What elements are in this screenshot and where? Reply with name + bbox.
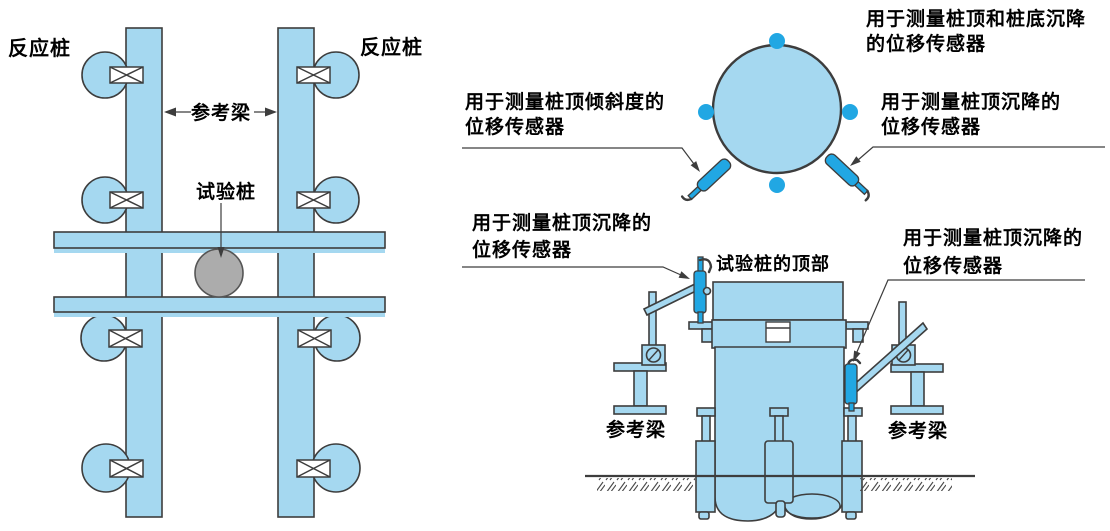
- label-topview-top-right: 用于测量桩顶和桩底沉降 的位移传感器: [866, 7, 1086, 57]
- label-topview-right: 用于测量桩顶沉降的 位移传感器: [881, 90, 1061, 140]
- label-topview-left: 用于测量桩顶倾斜度的 位移传感器: [465, 90, 665, 140]
- elevation-leader-right: [853, 279, 1085, 362]
- top-view-leader-right: [850, 146, 1105, 166]
- elevation-leader-left: [462, 266, 690, 279]
- dial-gauge-right: [844, 358, 862, 412]
- label-line: 位移传感器: [903, 255, 1004, 277]
- plan-cross-beam-bottom: [53, 296, 386, 313]
- cap-center-detail: [765, 321, 791, 343]
- ground-hatch-left: [597, 478, 695, 491]
- sensor-dot-bottom: [769, 177, 785, 193]
- label-elevation-sensor-right: 用于测量桩顶沉降的 位移传感器: [903, 224, 1083, 280]
- label-line: 用于测量桩顶沉降的: [881, 91, 1062, 113]
- label-line: 位移传感器: [881, 116, 982, 138]
- stand-clamp-left: [641, 344, 666, 366]
- label-line: 的位移传感器: [866, 33, 987, 55]
- label-elevation-sensor-left: 用于测量桩顶沉降的 位移传感器: [472, 210, 652, 264]
- beam-shadow-bottom: [54, 312, 385, 317]
- telltale-rod-middle: [764, 407, 794, 518]
- label-line: 用于测量桩顶倾斜度的: [465, 91, 666, 113]
- label-line: 用于测量桩顶沉降的: [903, 227, 1084, 249]
- label-reference-beam-plan: 参考梁: [191, 102, 252, 124]
- sensor-dot-right: [842, 104, 858, 120]
- tilt-sensor-lower-left: [680, 158, 732, 202]
- label-line: 位移传感器: [472, 239, 573, 261]
- anchor-x-boxes-left: [108, 66, 144, 478]
- label-line: 用于测量桩顶沉降的: [472, 212, 653, 234]
- reference-beam-dim-arrows: [164, 107, 277, 117]
- settlement-sensor-lower-right: [824, 153, 870, 202]
- telltale-rod-left: [695, 407, 716, 520]
- label-line: 用于测量桩顶和桩底沉降: [866, 8, 1087, 30]
- pile-cap-top-box: [712, 281, 844, 321]
- plan-right-column: [277, 27, 315, 518]
- sensor-dot-top: [769, 33, 785, 49]
- dial-gauge-left: [693, 256, 713, 324]
- label-test-pile: 试验桩: [196, 181, 257, 203]
- label-reference-beam-left: 参考梁: [606, 419, 667, 441]
- label-pile-top: 试验桩的顶部: [716, 254, 830, 275]
- plan-view: [53, 27, 386, 518]
- reaction-anchor-circles-left: [80, 51, 131, 493]
- label-reaction-pile-right: 反应桩: [360, 35, 423, 59]
- reaction-anchor-circles-right: [311, 51, 361, 493]
- label-reaction-pile-left: 反应桩: [8, 36, 71, 60]
- plan-left-column: [125, 27, 163, 518]
- reference-beam-left-ibeam: [613, 362, 667, 415]
- label-line: 位移传感器: [465, 116, 566, 138]
- dim-arrowhead-right: [265, 107, 277, 117]
- pile-top-circle: [711, 43, 843, 175]
- dim-arrowhead-left: [164, 107, 176, 117]
- stand-post-left: [648, 291, 657, 348]
- telltale-rod-right: [841, 407, 863, 520]
- pile-elevation-view: [462, 256, 1085, 522]
- pile-top-view: [462, 33, 1105, 202]
- cap-wing-right: [845, 321, 869, 330]
- reference-beam-right-ibeam: [890, 363, 944, 415]
- label-reference-beam-right: 参考梁: [888, 420, 949, 442]
- top-view-leader-left: [462, 147, 700, 172]
- test-pile-circle: [194, 248, 244, 298]
- cap-wing-right-leg: [852, 328, 864, 343]
- sensor-dot-left: [698, 104, 714, 120]
- test-pile-pointer: [217, 203, 225, 258]
- plan-cross-beam-top: [53, 231, 386, 249]
- anchor-x-boxes-right: [296, 66, 332, 478]
- ground-hatch-right: [860, 478, 952, 491]
